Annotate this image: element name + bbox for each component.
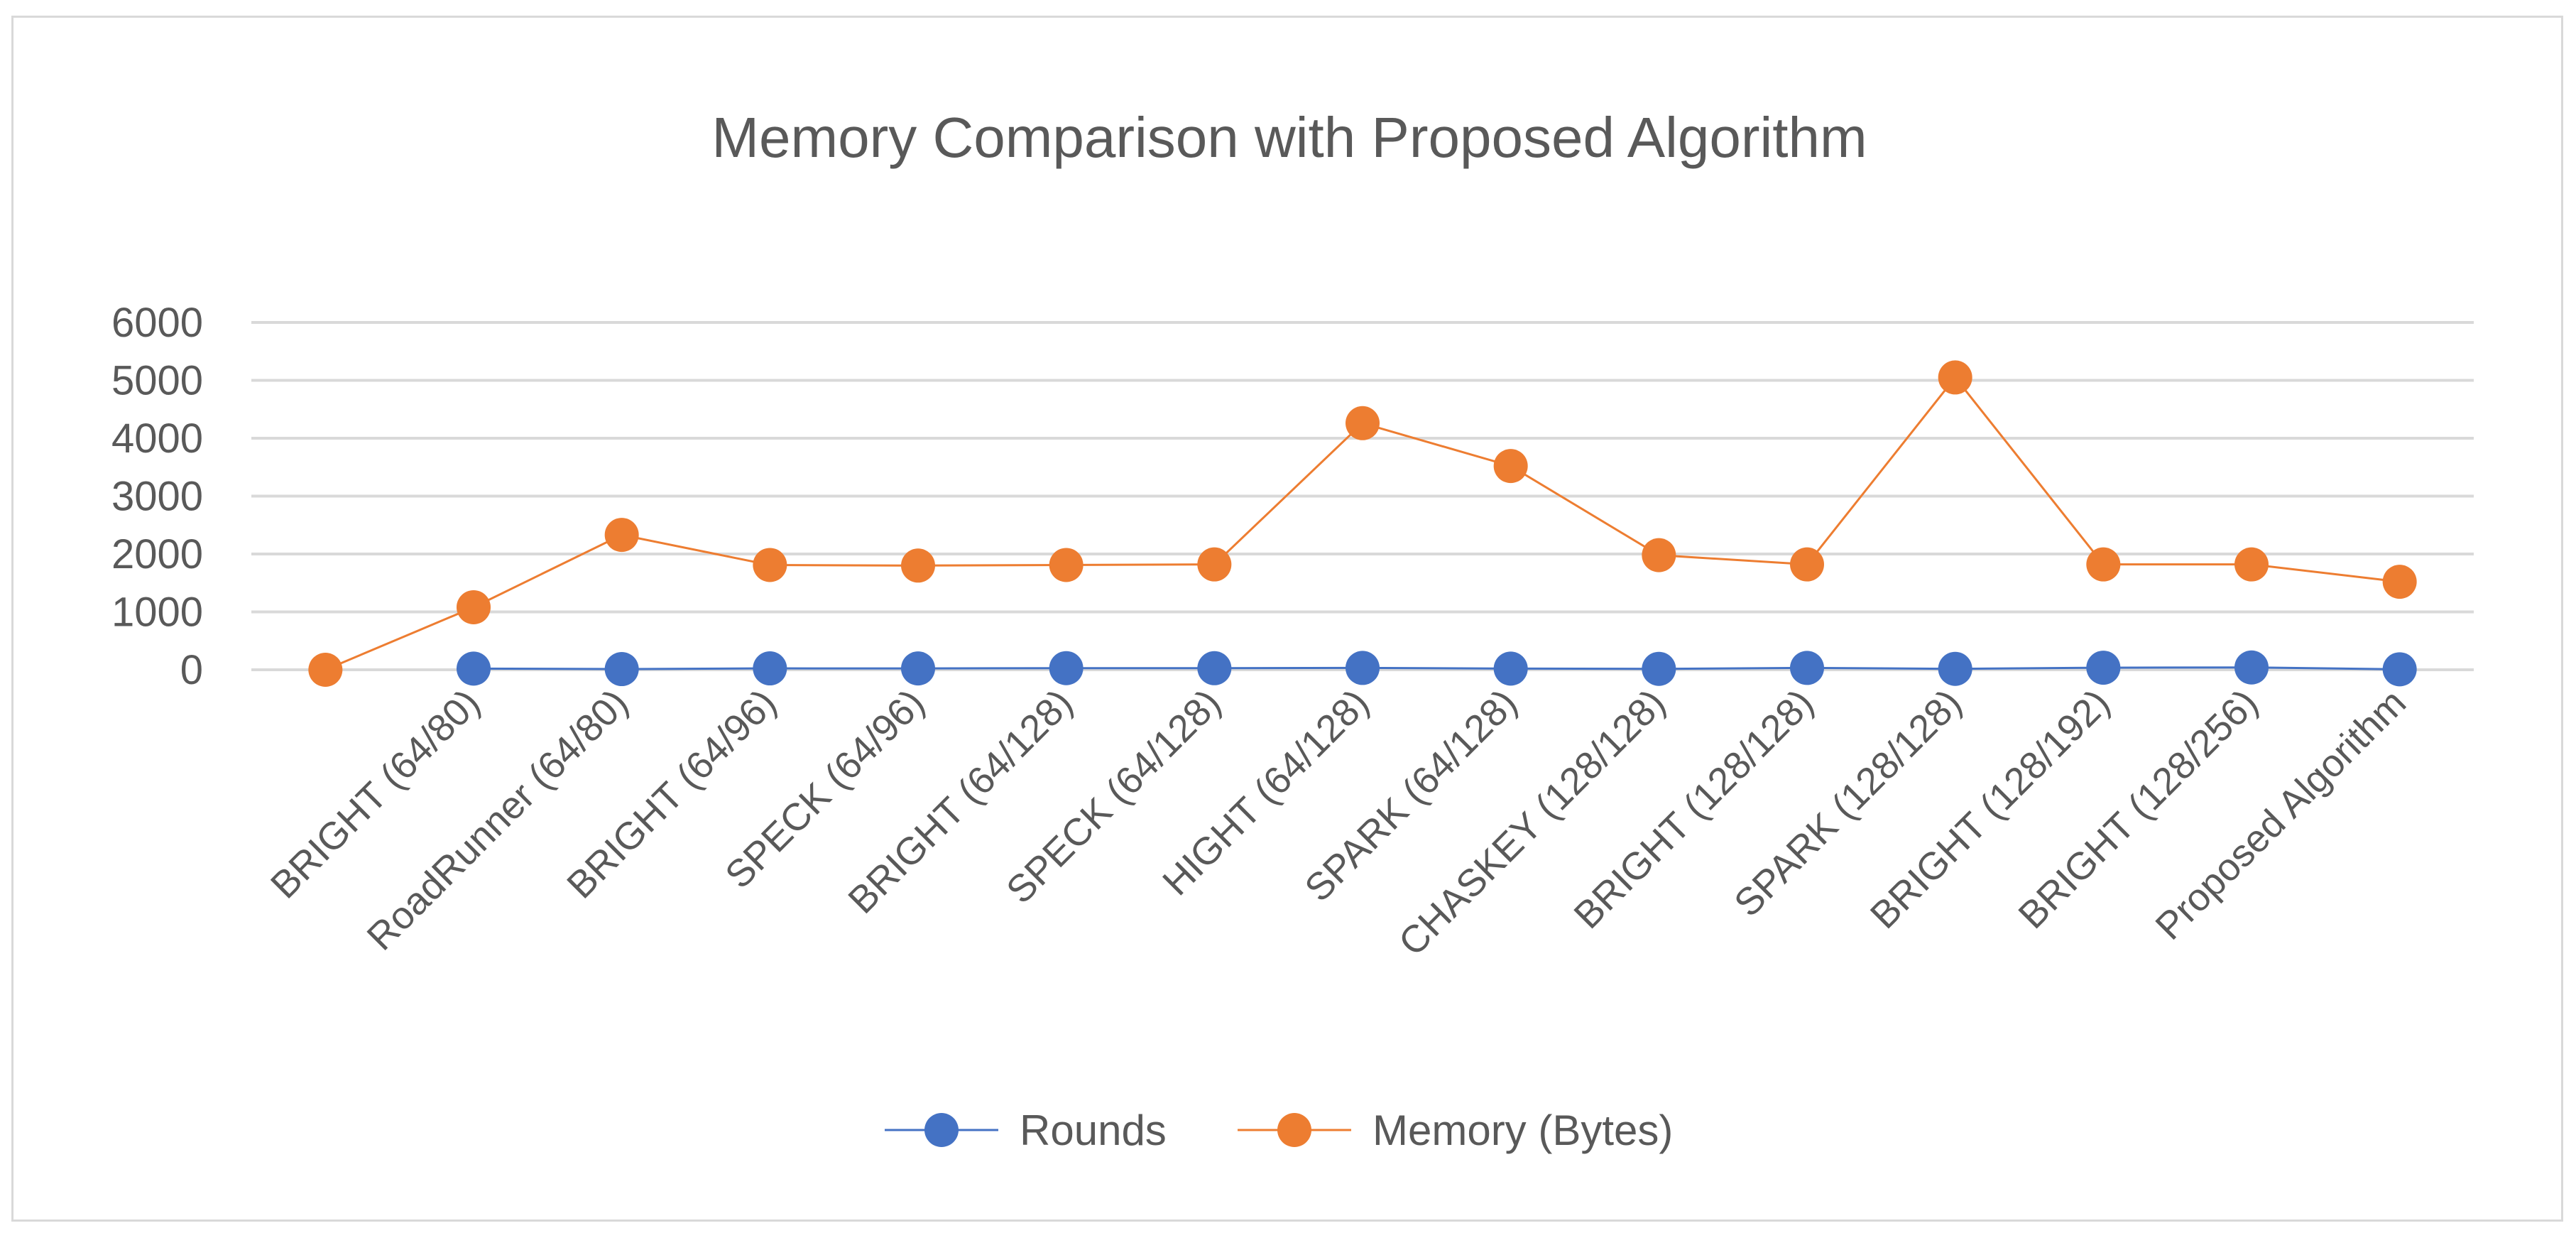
data-point bbox=[1346, 651, 1380, 685]
gridlines bbox=[251, 321, 2474, 671]
data-point bbox=[1938, 360, 1972, 395]
y-tick-label: 6000 bbox=[111, 300, 203, 346]
data-point bbox=[1790, 651, 1824, 685]
line-chart: Memory Comparison with Proposed Algorith… bbox=[111, 106, 2474, 1154]
y-axis-ticks: 0 1000 2000 3000 4000 5000 6000 bbox=[111, 300, 203, 693]
data-point bbox=[901, 651, 935, 686]
data-point bbox=[604, 652, 639, 687]
data-point bbox=[2382, 565, 2417, 599]
data-point bbox=[1642, 538, 1676, 572]
data-point bbox=[1197, 651, 1232, 685]
data-point bbox=[457, 651, 491, 686]
y-tick-label: 5000 bbox=[111, 358, 203, 404]
x-category-label: RoadRunner (64/80) bbox=[359, 681, 637, 959]
legend-swatch-marker bbox=[1277, 1113, 1311, 1147]
series-layer bbox=[308, 360, 2417, 687]
legend-swatch-marker bbox=[924, 1113, 959, 1147]
data-point bbox=[1938, 651, 1972, 686]
data-point bbox=[1642, 651, 1676, 686]
y-tick-label: 3000 bbox=[111, 474, 203, 520]
chart-title: Memory Comparison with Proposed Algorith… bbox=[711, 106, 1867, 169]
series-memory bbox=[308, 360, 2417, 687]
legend: Rounds Memory (Bytes) bbox=[885, 1107, 1673, 1154]
chart-frame: Memory Comparison with Proposed Algorith… bbox=[11, 16, 2563, 1222]
data-point bbox=[1049, 651, 1084, 685]
data-point bbox=[901, 548, 935, 583]
data-point bbox=[1346, 406, 1380, 440]
y-tick-label: 1000 bbox=[111, 590, 203, 636]
x-category-label: CHASKEY (128/128) bbox=[1391, 681, 1674, 964]
x-axis-categories: BRIGHT (64/80)RoadRunner (64/80)BRIGHT (… bbox=[263, 681, 2414, 964]
legend-item-rounds: Rounds bbox=[885, 1107, 1167, 1154]
x-category-label: Proposed Algorithm bbox=[2147, 681, 2414, 948]
data-point bbox=[1493, 651, 1528, 686]
legend-label: Rounds bbox=[1020, 1107, 1167, 1154]
legend-item-memory: Memory (Bytes) bbox=[1238, 1107, 1673, 1154]
data-point bbox=[2382, 652, 2417, 687]
data-point bbox=[753, 548, 787, 582]
y-tick-label: 4000 bbox=[111, 415, 203, 462]
data-point bbox=[604, 518, 639, 553]
data-point bbox=[1493, 449, 1528, 484]
legend-label: Memory (Bytes) bbox=[1372, 1107, 1673, 1154]
data-point bbox=[1790, 547, 1824, 582]
data-point bbox=[2086, 547, 2121, 582]
data-point bbox=[2086, 651, 2121, 685]
data-point bbox=[457, 590, 491, 624]
data-point bbox=[753, 651, 787, 686]
series-line bbox=[473, 666, 2400, 670]
series-rounds bbox=[457, 650, 2417, 687]
data-point bbox=[1197, 547, 1232, 582]
y-tick-label: 0 bbox=[180, 647, 203, 693]
data-point bbox=[308, 653, 343, 687]
y-tick-label: 2000 bbox=[111, 531, 203, 577]
data-point bbox=[1049, 548, 1084, 582]
data-point bbox=[2234, 650, 2269, 685]
data-point bbox=[2234, 547, 2269, 582]
